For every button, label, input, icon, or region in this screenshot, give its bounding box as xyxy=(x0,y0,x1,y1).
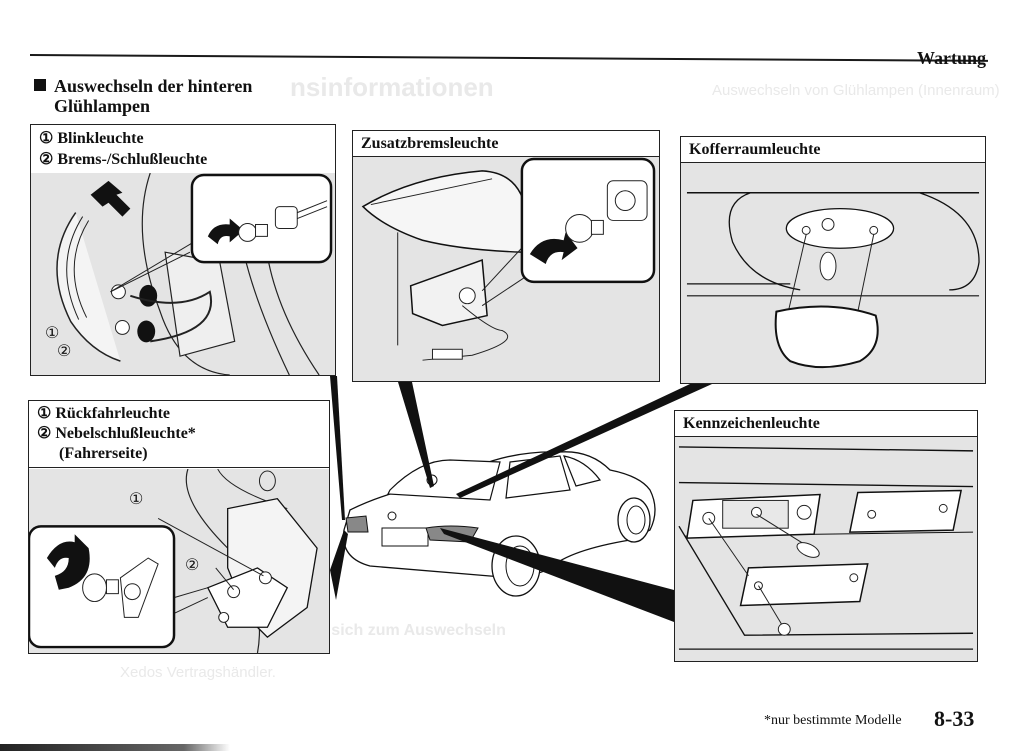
license-plate-drawing xyxy=(678,446,974,650)
heading-line-1: Auswechseln der hinteren xyxy=(54,76,253,96)
bleed-through-text: Xedos Vertragshändler. xyxy=(120,664,276,681)
legend-item-1: ① Rückfahrleuchte xyxy=(37,405,170,422)
car-drawing xyxy=(342,451,656,597)
header-rule xyxy=(29,54,988,62)
legend-item-2: ② Nebelschlußleuchte* xyxy=(37,425,196,442)
legend-item-1: ① Blinkleuchte xyxy=(39,130,144,147)
callout-1: ① xyxy=(129,491,144,508)
callout-1: ① xyxy=(45,325,60,342)
panel-title: ① Blinkleuchte ② Brems-/Schlußleuchte xyxy=(31,125,335,174)
panel-title: Zusatzbremsleuchte xyxy=(353,131,659,157)
footnote: *nur bestimmte Modelle xyxy=(764,713,902,728)
panel-rear-combination-lamp: ① Blinkleuchte ② Brems-/Schlußleuchte xyxy=(30,124,336,376)
rotate-arrow-icon xyxy=(207,218,244,245)
car-rear-view-illustration xyxy=(330,380,690,620)
rear-combination-drawing xyxy=(56,173,333,375)
rotate-arrow-icon xyxy=(46,534,90,590)
panel-license-plate-light: Kennzeichenleuchte xyxy=(674,410,978,662)
heading-line-2: Glühlampen xyxy=(54,96,151,116)
panel-title: Kennzeichenleuchte xyxy=(675,411,977,437)
bleed-through-text: Auswechseln von Glühlampen (Innenraum) xyxy=(712,82,1000,99)
panel-high-mount-brake-light: Zusatzbremsleuchte xyxy=(352,130,660,382)
arrow-icon xyxy=(90,180,131,217)
legend-subtitle: (Fahrerseite) xyxy=(59,445,148,462)
illustration-license-plate xyxy=(675,437,977,661)
panel-reverse-fog-light: ① Rückfahrleuchte ② Nebelschlußleuchte* … xyxy=(28,400,330,654)
panel-title: ① Rückfahrleuchte ② Nebelschlußleuchte* … xyxy=(29,401,329,468)
bleed-through-text: nsinformationen xyxy=(290,72,494,102)
panel-title: Kofferraumleuchte xyxy=(681,137,985,163)
section-label: Wartung xyxy=(916,48,986,68)
panel-trunk-light: Kofferraumleuchte xyxy=(680,136,986,384)
reverse-fog-drawing xyxy=(29,469,318,653)
illustration-trunk-light xyxy=(681,163,985,383)
high-mount-brake-drawing xyxy=(361,157,656,361)
illustration-reverse-fog: ① ② xyxy=(29,469,329,653)
trunk-light-drawing xyxy=(686,191,980,369)
filled-square-icon xyxy=(34,79,46,91)
illustration-high-mount-brake xyxy=(353,157,659,381)
page-number: 8-33 xyxy=(934,706,975,731)
rotate-arrow-icon xyxy=(529,232,578,265)
legend-item-2: ② Brems-/Schlußleuchte xyxy=(39,151,208,168)
scan-edge-shadow xyxy=(0,744,230,751)
illustration-rear-combination: ① ② xyxy=(31,173,335,375)
callout-2: ② xyxy=(185,557,200,574)
page-heading: Auswechseln der hinteren Glühlampen xyxy=(34,76,252,116)
callout-2: ② xyxy=(57,343,72,360)
